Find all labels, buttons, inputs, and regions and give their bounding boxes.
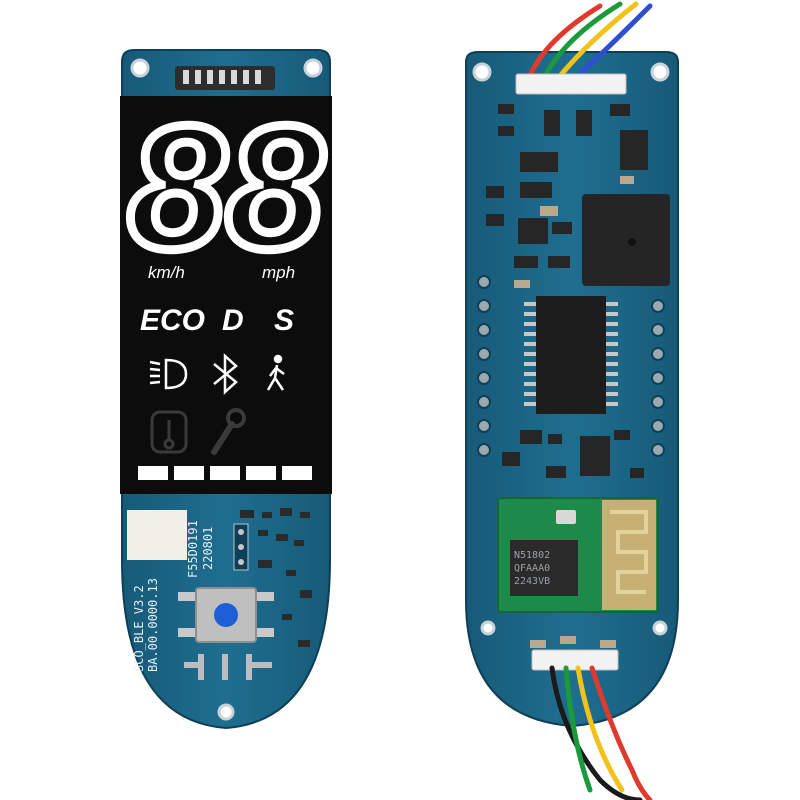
mount-hole [480, 620, 496, 636]
main-ic [536, 296, 606, 414]
ble-chip-line-1: N51802 [514, 550, 550, 561]
buzzer [582, 194, 670, 286]
mode-eco: ECO [140, 304, 205, 337]
speed-digits: 88 [128, 90, 324, 286]
bluetooth-icon [213, 353, 238, 395]
mount-hole [650, 62, 670, 82]
walk-mode-icon [266, 354, 285, 391]
mode-d: D [222, 304, 244, 337]
temperature-icon [150, 410, 188, 454]
tactile-button[interactable] [178, 587, 274, 643]
bottom-wires [549, 665, 653, 800]
front-board: 88 km/h mph ECO D S [120, 49, 332, 730]
ble-chip [510, 540, 578, 596]
wrench-icon [211, 408, 246, 455]
mount-hole [130, 58, 150, 78]
mode-s: S [274, 304, 294, 337]
ble-chip-line-3: 2243VB [514, 576, 550, 587]
serial-line-2: 220801 [201, 527, 215, 570]
mount-hole [472, 62, 492, 82]
ic-pins-left [524, 302, 536, 406]
headlight-icon [149, 358, 188, 390]
label-sticker [127, 510, 187, 560]
solder-pins [184, 654, 272, 680]
unit-kmh: km/h [148, 263, 185, 282]
top-wires [527, 1, 653, 79]
mount-hole [303, 58, 323, 78]
serial-line-1: F55D0191 [186, 520, 200, 578]
ble-chip-line-2: QFAAA0 [514, 563, 550, 574]
board-name-label: SCO_BLE V3.2 [132, 585, 146, 672]
back-smd-components [486, 104, 648, 478]
mount-hole [217, 703, 235, 721]
battery-bars [138, 466, 312, 480]
capacitors [514, 176, 634, 648]
mount-hole [652, 620, 668, 636]
ble-antenna-trace [610, 510, 648, 594]
smd-components [240, 508, 312, 647]
bottom-wire-connector [531, 649, 619, 671]
ic-pins-right [606, 302, 618, 406]
back-board: N51802 QFAAA0 2243VB [465, 1, 679, 800]
top-wire-connector [515, 73, 627, 95]
lcd-display [120, 96, 332, 494]
test-pads [477, 275, 665, 457]
part-number-label: BA.00.0000.13 [146, 578, 160, 672]
button-cap[interactable] [214, 603, 238, 627]
ble-crystal [556, 510, 576, 524]
unit-mph: mph [262, 263, 295, 282]
